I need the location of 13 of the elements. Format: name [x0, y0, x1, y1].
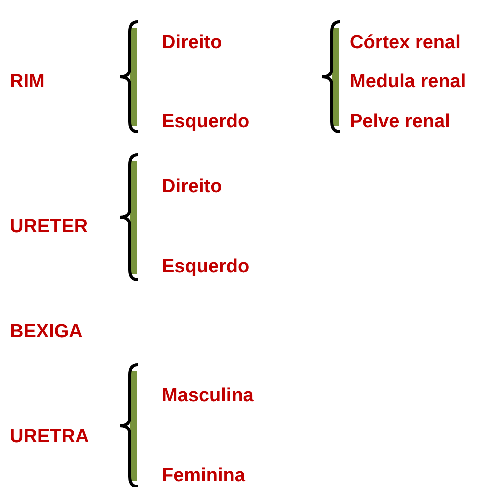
organ-label: URETRA [10, 428, 90, 448]
part-label: Esquerdo [162, 112, 250, 134]
part-label: Direito [162, 34, 222, 54]
part-label: Masculina [162, 386, 254, 408]
part-label: Medula renal [350, 72, 466, 94]
part-label: Feminina [162, 466, 246, 487]
organ-label: BEXIGA [10, 322, 83, 344]
organ-label: RIM [10, 72, 45, 94]
organ-label: URETER [10, 218, 88, 238]
part-label: Pelve renal [350, 112, 450, 134]
part-label: Direito [162, 178, 222, 198]
part-label: Córtex renal [350, 34, 461, 54]
part-label: Esquerdo [162, 258, 250, 278]
